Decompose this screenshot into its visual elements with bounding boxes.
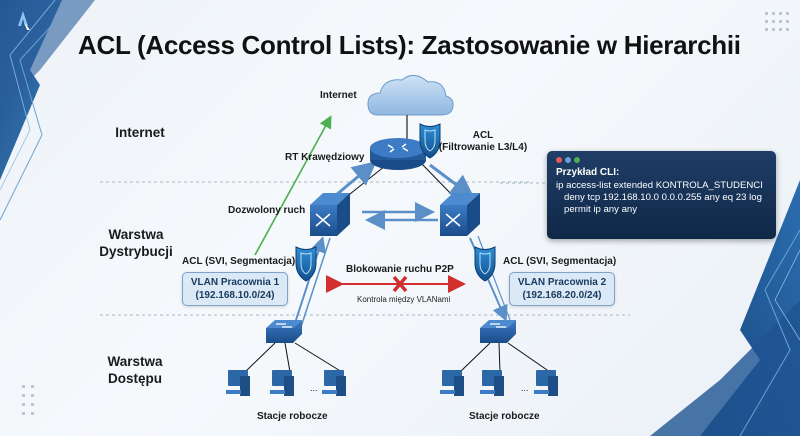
workstation-icon bbox=[270, 370, 294, 396]
workstation-icon bbox=[440, 370, 464, 396]
workstation-icon bbox=[534, 370, 558, 396]
layer-label-access: Warstwa Dostępu bbox=[100, 353, 170, 387]
workstations-left-label: Stacje robocze bbox=[257, 411, 328, 422]
flow-arrow bbox=[295, 236, 326, 321]
vlan-subnet: (192.168.20.0/24) bbox=[522, 290, 602, 301]
link-line bbox=[299, 237, 331, 331]
page-title: ACL (Access Control Lists): Zastosowanie… bbox=[78, 30, 741, 60]
blocked-x-icon bbox=[392, 275, 408, 293]
cloud-icon bbox=[367, 75, 454, 116]
cli-line: deny tcp 192.168.10.0 0.0.0.255 any eq 2… bbox=[564, 192, 762, 203]
layer-label-line: Dystrybucji bbox=[99, 244, 173, 259]
access-switch-right-icon bbox=[480, 320, 516, 343]
window-dot-green bbox=[574, 157, 580, 163]
internet-label: Internet bbox=[320, 90, 357, 101]
workstations-right-label: Stacje robocze bbox=[469, 411, 540, 422]
window-dot-red bbox=[556, 157, 562, 163]
layer-label-internet: Internet bbox=[115, 125, 165, 140]
ellipsis-left: ... bbox=[310, 383, 318, 393]
shield-icon bbox=[295, 246, 317, 282]
layer-label-line: Dostępu bbox=[108, 371, 162, 386]
vlan-subnet: (192.168.10.0/24) bbox=[195, 290, 275, 301]
layer-label-distribution: Warstwa Dystrybucji bbox=[96, 226, 176, 260]
cli-example-panel: Przykład CLI: ip access-list extended KO… bbox=[547, 151, 776, 239]
p2p-block-title: Blokowanie ruchu P2P bbox=[346, 264, 454, 275]
shield-icon bbox=[474, 246, 496, 282]
cli-title: Przykład CLI: bbox=[556, 167, 620, 178]
edge-router-label: RT Krawędziowy bbox=[285, 152, 365, 163]
ellipsis-right: ... bbox=[521, 383, 529, 393]
workstation-icon bbox=[480, 370, 504, 396]
cli-line: ip access-list extended KONTROLA_STUDENC… bbox=[556, 180, 763, 191]
layer-label-line: Warstwa bbox=[107, 354, 163, 369]
edge-acl-line: (Filtrowanie L3/L4) bbox=[438, 142, 528, 153]
vlan-name: VLAN Pracownia 1 bbox=[190, 277, 280, 288]
allowed-traffic-arrow bbox=[254, 115, 332, 256]
edge-acl-line: ACL bbox=[472, 130, 494, 141]
flow-arrow bbox=[429, 163, 475, 199]
acl-right-label: ACL (SVI, Segmentacja) bbox=[503, 256, 617, 267]
distribution-switch-right-icon bbox=[440, 193, 480, 236]
access-links bbox=[244, 342, 551, 373]
distribution-switch-left-icon bbox=[310, 193, 350, 236]
workstation-icon bbox=[322, 370, 346, 396]
edge-acl-label: ACL (Filtrowanie L3/L4) bbox=[438, 130, 528, 154]
allowed-traffic-label: Dozwolony ruch bbox=[228, 205, 306, 216]
vlan-name: VLAN Pracownia 2 bbox=[517, 277, 607, 288]
window-dot-blue bbox=[565, 157, 571, 163]
vlan-box-1: VLAN Pracownia 1 (192.168.10.0/24) bbox=[182, 272, 288, 306]
workstation-icon bbox=[226, 370, 250, 396]
access-switch-left-icon bbox=[266, 320, 302, 343]
router-icon bbox=[370, 138, 426, 170]
shield-icon bbox=[419, 123, 441, 159]
cli-line: permit ip any any bbox=[564, 204, 638, 215]
acl-left-label: ACL (SVI, Segmentacja) bbox=[182, 256, 296, 267]
p2p-block-subtitle: Kontrola między VLANami bbox=[357, 295, 451, 304]
layer-label-line: Warstwa bbox=[108, 227, 164, 242]
vlan-box-2: VLAN Pracownia 2 (192.168.20.0/24) bbox=[509, 272, 615, 306]
